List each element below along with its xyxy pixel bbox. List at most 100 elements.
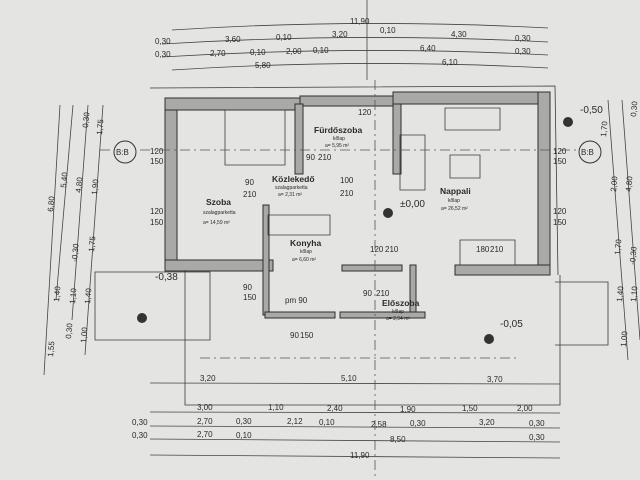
opening-height: 210	[376, 289, 390, 298]
dim-right: 0,30	[629, 100, 639, 117]
sill-label: pm 90	[285, 296, 308, 305]
opening-height: 150	[243, 293, 257, 302]
opening-width: 90	[306, 153, 315, 162]
dim-bottom: 0,30	[132, 418, 148, 427]
dim-top: 6,10	[442, 58, 458, 67]
room-szoba: Szoba szalagparketta a= 14,59 m²	[203, 197, 236, 226]
section-label: B:B	[581, 148, 594, 157]
room-floor: kőlap	[448, 198, 460, 204]
opening-height: 150	[150, 157, 164, 166]
room-name: Nappali	[440, 186, 471, 196]
dim-top: 6,40	[420, 44, 436, 53]
level-mark: ±0,00	[400, 199, 425, 210]
dim-top: 0,30	[155, 37, 171, 46]
room-konyha: Konyha kőlap a= 6,60 m²	[290, 238, 321, 263]
dim-right: 2,00	[609, 175, 619, 192]
room-floor: kőlap	[300, 249, 312, 255]
dim-top: 5,80	[255, 61, 271, 70]
dim-bottom: 0,30	[236, 417, 252, 426]
dim-top: 0,30	[515, 47, 531, 56]
dim-right: 4,80	[624, 175, 634, 192]
room-area: a= 14,59 m²	[203, 220, 230, 226]
level-mark: -0,38	[155, 272, 178, 283]
room-area: a= 2,31 m²	[278, 192, 302, 198]
right-dimensions: 1,70 2,00 4,80 1,70 -0,30 1,40 1,10 1,00…	[599, 99, 640, 361]
dim-top: 0,30	[155, 50, 171, 59]
dim-right: 1,70	[613, 238, 623, 255]
opening-labels: 120 150 120 150 120 150 120 150 90 210 1…	[150, 108, 567, 340]
dim-top: 0,10	[276, 33, 292, 42]
dim-top: 3,20	[332, 30, 348, 39]
opening-width: 120	[150, 207, 164, 216]
room-eloszoba: Előszoba kőlap a= 2,94 m²	[382, 298, 420, 322]
dim-bottom: 2,40	[327, 404, 343, 413]
room-kozlekedo: Közlekedő szalagparketta a= 2,31 m²	[272, 174, 315, 198]
dim-left: 4,80	[74, 176, 84, 193]
room-name: Konyha	[290, 238, 321, 248]
opening-width: 90	[290, 331, 299, 340]
opening-width: 90	[363, 289, 372, 298]
dim-right: 1,10	[629, 285, 639, 302]
dim-left: 1,40	[83, 287, 93, 304]
dim-left: 1,75	[95, 118, 105, 135]
dim-top: 0,10	[313, 46, 329, 55]
dim-left: 1,00	[79, 326, 89, 343]
dim-bottom: 0,10	[319, 418, 335, 427]
left-dimensions: 6,80 5,40 4,80 0,30 1,75 1,90 1,75 -0,30…	[43, 104, 105, 376]
dim-top: 0,30	[515, 34, 531, 43]
room-floor: kőlap	[392, 309, 404, 315]
opening-width: 180	[476, 245, 490, 254]
dim-left: 0,30	[81, 111, 91, 128]
opening-height: 210	[385, 245, 399, 254]
opening-height: 150	[553, 218, 567, 227]
opening-height: 210	[340, 189, 354, 198]
level-marker-icon	[484, 334, 494, 344]
dim-left: 1,10	[68, 287, 78, 304]
dim-top-overall: 11,90	[350, 17, 370, 26]
dim-bottom: 3,70	[487, 375, 503, 384]
dim-bottom: 0,30	[529, 419, 545, 428]
level-mark: -0,05	[500, 319, 523, 330]
opening-height: 210	[243, 190, 257, 199]
dim-bottom: 2,70	[197, 430, 213, 439]
opening-height: 150	[300, 331, 314, 340]
dim-top: 0,10	[250, 48, 266, 57]
dim-left: 6,80	[46, 195, 56, 212]
dim-bottom: 3,20	[479, 418, 495, 427]
dim-bottom: 2,12	[287, 417, 303, 426]
dim-bottom: 0,30	[529, 433, 545, 442]
dim-bottom: 3,00	[197, 403, 213, 412]
room-floor: szalagparketta	[275, 185, 308, 191]
room-area: a= 5,95 m²	[325, 143, 349, 149]
opening-height: 150	[553, 157, 567, 166]
dim-top: 2,00	[286, 47, 302, 56]
dim-left: -0,30	[70, 243, 81, 262]
opening-height: 210	[318, 153, 332, 162]
dim-left: 1,75	[87, 235, 97, 252]
level-mark: -0,50	[580, 105, 603, 116]
dim-bottom: 1,90	[400, 405, 416, 414]
dim-bottom: 2,00	[517, 404, 533, 413]
dim-right: -0,30	[628, 246, 639, 265]
dim-top: 2,70	[210, 49, 226, 58]
dim-right: 1,00	[619, 330, 629, 347]
level-marker-icon	[563, 117, 573, 127]
opening-width: 90	[243, 283, 252, 292]
dim-bottom: 1,50	[462, 404, 478, 413]
dim-bottom: 2,70	[197, 417, 213, 426]
dim-bottom: 0,10	[236, 431, 252, 440]
room-area: a= 26,52 m²	[441, 206, 468, 212]
opening-width: 100	[340, 176, 354, 185]
dim-right: 1,40	[615, 285, 625, 302]
opening-width: 120	[553, 207, 567, 216]
dim-bottom: 5,10	[341, 374, 357, 383]
level-marker-icon	[383, 208, 393, 218]
opening-width: 120	[358, 108, 372, 117]
walls	[94, 85, 609, 406]
room-floor: szalagparketta	[203, 210, 236, 216]
dim-bottom: 0,30	[132, 431, 148, 440]
room-name: Szoba	[206, 197, 231, 207]
opening-width: 120	[150, 147, 164, 156]
section-mark-left: B:B	[113, 140, 137, 164]
